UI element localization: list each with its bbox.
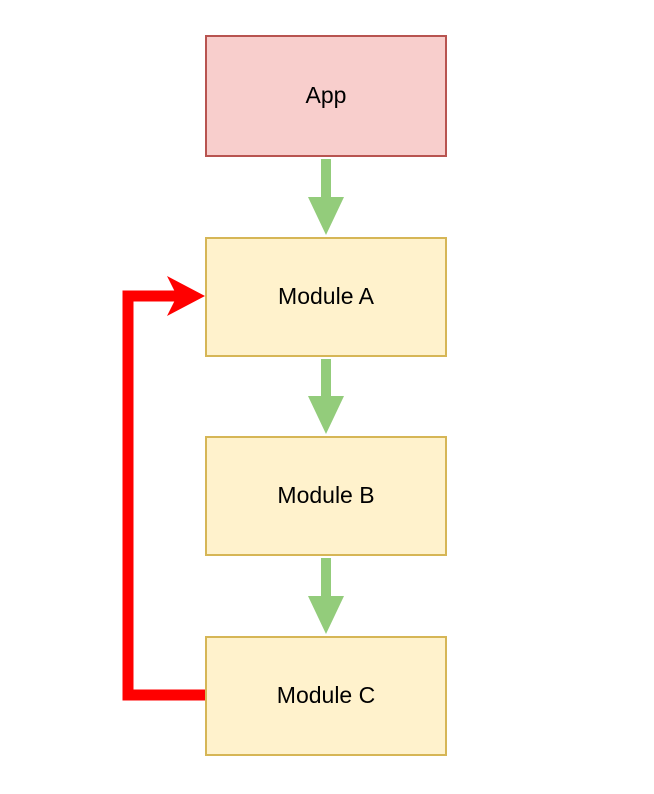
node-module-c: Module C — [205, 636, 447, 756]
arrow-module-b-to-module-c — [308, 558, 344, 634]
feedback-arrow-line — [122, 290, 205, 701]
feedback-arrow-head — [167, 276, 205, 316]
node-module-b: Module B — [205, 436, 447, 556]
arrow-module-a-to-module-b — [308, 359, 344, 434]
arrow-app-to-module-a — [308, 159, 344, 235]
node-module-a: Module A — [205, 237, 447, 357]
node-app: App — [205, 35, 447, 157]
